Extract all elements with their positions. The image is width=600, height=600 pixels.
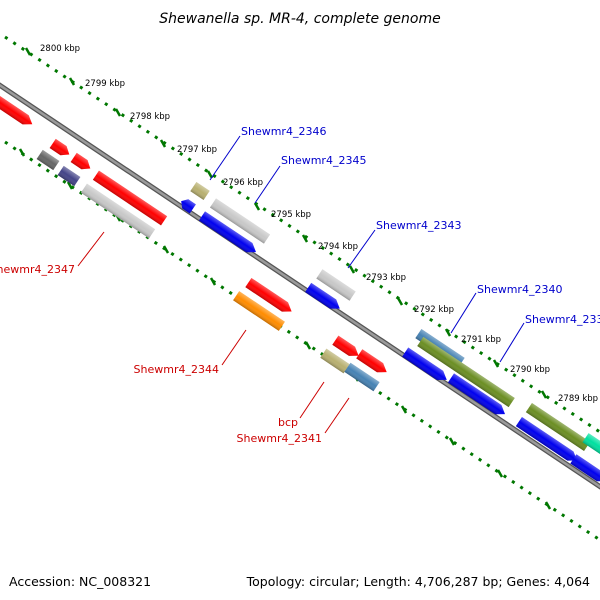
gene-olive-2340[interactable] [417,336,515,408]
tick-label-2792: 2792 kbp [414,305,454,315]
outer-major-tick [444,328,452,337]
callout-2339 [499,322,525,363]
tick-labels: 2800 kbp 2799 kbp 2798 kbp 2797 kbp 2796… [40,44,598,404]
outer-major-tick [159,139,167,148]
inner-major-tick [162,245,170,254]
inner-major-tick [66,181,74,190]
inner-major-tick [448,437,456,446]
outer-major-tick [301,234,309,243]
accession-text: Accession: NC_008321 [9,574,151,589]
gene-label-shewmr4-2345[interactable]: Shewmr4_2345 [281,154,366,167]
outer-major-tick [540,390,548,399]
gene-blue-2345[interactable] [198,211,259,256]
outer-major-tick [348,265,356,274]
callout-2346 [209,135,241,181]
gene-label-shewmr4-2341[interactable]: Shewmr4_2341 [237,432,322,445]
callout-2345 [254,165,281,204]
tick-label-2791: 2791 kbp [461,335,501,345]
gene-blue-2340-b[interactable] [447,373,508,418]
inner-major-tick [18,148,26,157]
map-title: Shewanella sp. MR-4, complete genome [159,11,440,27]
tick-label-2800: 2800 kbp [40,44,80,54]
gene-darkgray-small[interactable] [36,149,60,171]
gene-orange-2344[interactable] [233,291,285,331]
gene-label-shewmr4-2347[interactable]: Shewmr4_2347 [0,263,75,276]
gene-blue-2343[interactable] [305,282,343,313]
gene-labels: Shewmr4_2346 Shewmr4_2345 Shewmr4_2343 S… [0,125,600,445]
outer-major-tick [24,47,32,56]
gene-blue-small[interactable] [178,197,196,214]
callout-2347 [77,231,105,267]
inner-major-tick [496,469,504,478]
callout-2343 [347,229,376,269]
gene-red-small-a[interactable] [49,138,73,159]
callout-2341 [324,397,350,434]
inner-major-tick [209,277,217,286]
tick-label-2796: 2796 kbp [223,178,263,188]
gene-red-bcp-b[interactable] [356,349,390,376]
outer-major-tick [206,170,214,179]
tick-label-2789: 2789 kbp [558,394,598,404]
inner-major-tick [544,501,552,510]
chromosome-backbone [0,82,600,490]
gene-navy-small[interactable] [57,165,81,187]
tick-label-2797: 2797 kbp [177,145,217,155]
tick-label-2793: 2793 kbp [366,273,406,283]
gene-label-shewmr4-2344[interactable]: Shewmr4_2344 [134,363,219,376]
tick-label-2790: 2790 kbp [510,365,550,375]
gene-olive-2339[interactable] [525,402,591,452]
gene-blue-2339-a[interactable] [515,416,580,465]
gene-red-left-edge[interactable] [0,95,35,129]
gene-label-shewmr4-2343[interactable]: Shewmr4_2343 [376,219,461,232]
gene-label-shewmr4-2339[interactable]: Shewmr4_2339 [525,313,600,326]
gene-khaki-small[interactable] [190,181,210,201]
tick-label-2795: 2795 kbp [271,210,311,220]
callout-bcp [299,381,325,419]
genome-summary-text: Topology: circular; Length: 4,706,287 bp… [246,574,590,589]
gene-gray-long[interactable] [80,183,156,239]
tick-label-2799: 2799 kbp [85,79,125,89]
gene-gray-2343[interactable] [316,269,356,301]
gene-gray-2345[interactable] [209,198,271,244]
gene-red-small-b[interactable] [70,152,94,173]
gene-khaki-bcp[interactable] [320,348,350,374]
gene-teal-edge[interactable] [582,433,600,459]
gene-steel-2341[interactable] [344,362,380,392]
gene-red-large[interactable] [92,170,168,226]
gene-blue-2340-a[interactable] [402,347,450,385]
outer-major-tick [68,77,76,86]
feature-layer [0,95,600,485]
tick-label-2798: 2798 kbp [130,112,170,122]
gene-label-shewmr4-2340[interactable]: Shewmr4_2340 [477,283,562,296]
gene-red-bcp-a[interactable] [332,335,361,361]
gene-red-2344[interactable] [245,277,294,316]
gene-label-bcp[interactable]: bcp [278,416,298,429]
tick-label-2794: 2794 kbp [318,242,358,252]
callout-lines [77,135,525,434]
gene-blue-2339-b[interactable] [570,454,600,485]
outer-major-tick [396,297,404,306]
callout-2344 [221,329,247,366]
callout-2340 [450,292,477,334]
outer-major-tick [114,108,122,117]
gene-label-shewmr4-2346[interactable]: Shewmr4_2346 [241,125,326,138]
outer-major-tick [492,359,500,368]
inner-major-tick [304,341,312,350]
inner-major-tick [400,405,408,414]
outer-major-tick [253,202,261,211]
